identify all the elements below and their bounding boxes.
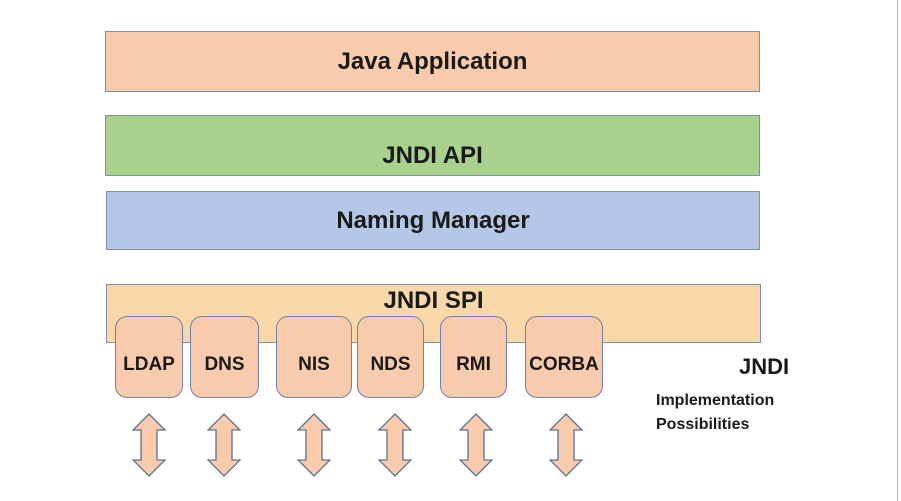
caption-line-2: Possibilities <box>656 416 750 433</box>
bidirectional-arrow-icon <box>459 413 493 477</box>
impl-dns-label: DNS <box>204 354 245 375</box>
impl-rmi-box: RMI <box>440 316 507 398</box>
impl-nis-label: NIS <box>298 354 330 375</box>
impl-ldap-label: LDAP <box>123 354 175 375</box>
naming-manager-layer: Naming Manager <box>106 191 760 250</box>
jndi-side-title: JNDI <box>739 354 790 379</box>
bidirectional-arrow-icon <box>297 413 331 477</box>
impl-ldap-box: LDAP <box>115 316 183 398</box>
naming-manager-label: Naming Manager <box>336 206 530 234</box>
bidirectional-arrow-icon <box>132 413 166 477</box>
impl-nis-box: NIS <box>276 316 352 398</box>
impl-corba-box: CORBA <box>525 316 603 398</box>
bidirectional-arrow-icon <box>549 413 583 477</box>
impl-rmi-label: RMI <box>456 354 491 375</box>
caption-line-1: Implementation <box>656 392 775 409</box>
impl-corba-label: CORBA <box>529 354 599 375</box>
bidirectional-arrow-icon <box>207 413 241 477</box>
bidirectional-arrow-icon <box>378 413 412 477</box>
impl-nds-label: NDS <box>370 354 411 375</box>
java-application-label: Java Application <box>337 47 528 75</box>
jndi-api-label: JNDI API <box>382 141 483 169</box>
jndi-spi-label: JNDI SPI <box>383 287 484 314</box>
jndi-api-layer: JNDI API <box>105 115 760 176</box>
implementation-possibilities-caption: Implementation Possibilities <box>656 389 774 437</box>
frame-border <box>897 0 898 501</box>
java-application-layer: Java Application <box>105 31 760 92</box>
impl-nds-box: NDS <box>357 316 424 398</box>
impl-dns-box: DNS <box>190 316 259 398</box>
